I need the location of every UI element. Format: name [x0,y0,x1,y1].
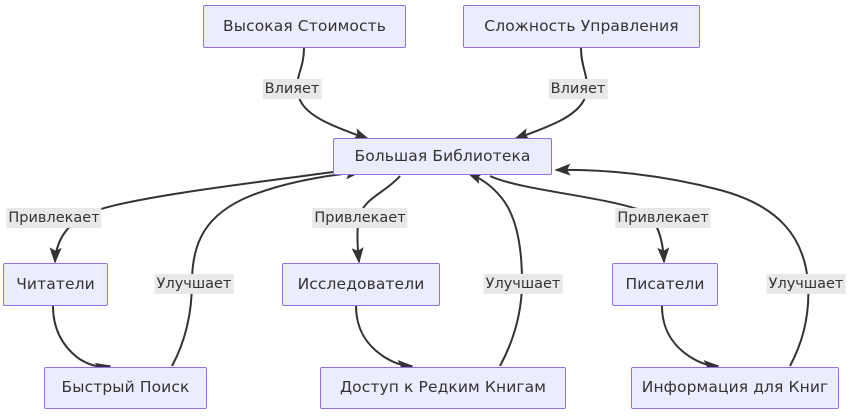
edge-label-complexity-library: Влияет [548,78,608,100]
node-label: Информация для Книг [641,378,829,397]
edge-label-rarebooks-library: Улучшает [483,273,563,295]
node-rare-books-access[interactable]: Доступ к Редким Книгам [320,367,566,409]
node-researchers[interactable]: Исследователи [282,263,440,306]
node-large-library[interactable]: Большая Библиотека [333,138,552,175]
edge-label-library-writers: Привлекает [615,207,711,229]
node-label: Высокая Стоимость [223,16,386,35]
node-high-cost[interactable]: Высокая Стоимость [203,5,406,48]
edge-readers-search [52,305,112,375]
edge-researchers-rarebooks [355,305,414,372]
node-fast-search[interactable]: Быстрый Поиск [44,367,207,409]
edge-label-bookinfo-library: Улучшает [766,273,846,295]
node-label: Большая Библиотека [354,146,531,165]
edge-label-cost-library: Влияет [262,78,322,100]
node-writers[interactable]: Писатели [612,263,718,306]
node-label: Исследователи [297,274,425,293]
edge-writers-bookinfo [661,305,720,372]
node-label: Читатели [16,274,95,293]
edge-label-library-researchers: Привлекает [312,207,408,229]
node-management-complexity[interactable]: Сложность Управления [463,5,700,48]
node-label: Писатели [625,274,705,293]
node-label: Доступ к Редким Книгам [339,378,547,397]
node-label: Сложность Управления [484,16,679,35]
edge-label-library-readers: Привлекает [6,207,102,229]
edge-rarebooks-library [466,172,524,367]
node-label: Быстрый Поиск [61,378,190,397]
edge-label-search-library: Улучшает [154,273,234,295]
node-book-information[interactable]: Информация для Книг [631,367,839,409]
node-readers[interactable]: Читатели [3,263,108,306]
